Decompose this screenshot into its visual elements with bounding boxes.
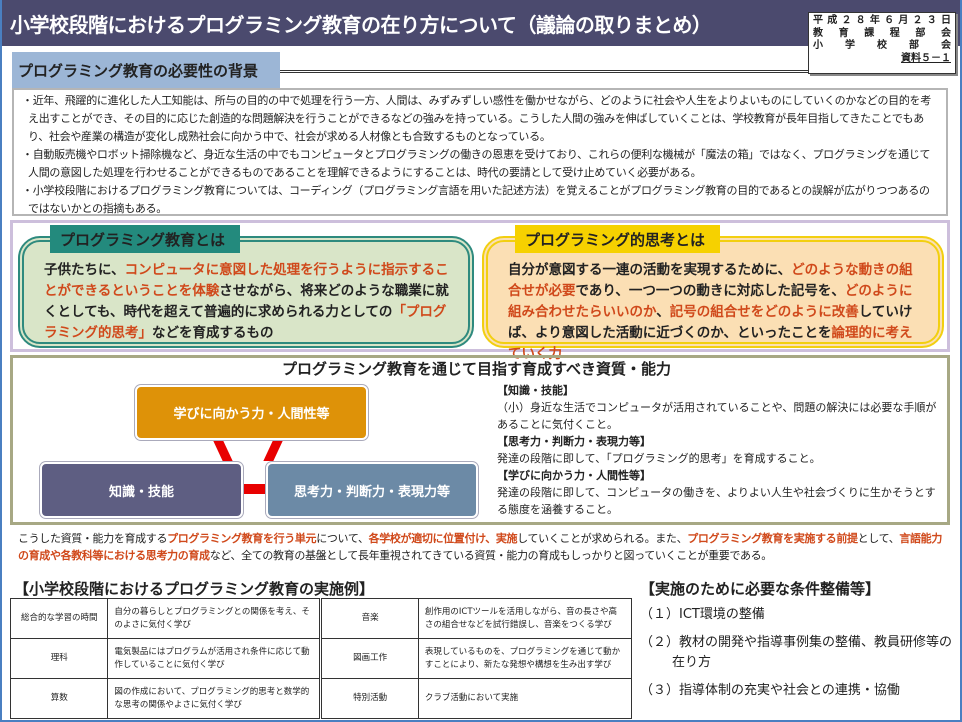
highlighted-text: どのように組み合わせたらいいのか <box>508 283 913 320</box>
background-box: ・近年、飛躍的に進化した人工知能は、所与の目的の中で処理を行う一方、人間は、みず… <box>12 88 948 216</box>
subject-cell: 算数 <box>9 678 109 719</box>
connector-bottom <box>244 484 266 494</box>
description-cell: 図の作成において、プログラミング的思考と数学的な思考の関係やよさに気付く学び <box>107 678 322 719</box>
text-segment: について、 <box>316 532 369 545</box>
background-bullet: ・自動販売機やロボット掃除機など、身近な生活の中でもコンピュータとプログラミング… <box>22 148 931 179</box>
highlighted-text: 各学校が適切に位置付け、実施 <box>368 532 518 545</box>
background-bullet: ・近年、飛躍的に進化した人工知能は、所与の目的の中で処理を行う一方、人間は、みず… <box>22 94 931 143</box>
description-cell: 自分の暮らしとプログラミングとの関係を考え、そのよさに気付く学び <box>107 598 322 639</box>
highlighted-text: プログラミング教育を実施する前提 <box>687 532 858 545</box>
condition-item: （３）指導体制の充実や社会との連携・協働 <box>640 683 900 698</box>
text-segment: などを育成するもの <box>152 325 274 341</box>
text-segment: 、 <box>656 304 670 320</box>
subject-cell: 音楽 <box>319 598 419 639</box>
definition-text: 子供たちに、コンピュータに意図した処理を行うように指示することができるということ… <box>44 260 454 344</box>
programming-education-definition: 子供たちに、コンピュータに意図した処理を行うように指示することができるということ… <box>18 236 474 348</box>
condition-item: （１）ICT環境の整備 <box>640 607 765 622</box>
page-title: 小学校段階におけるプログラミング教育の在り方について（議論の取りまとめ） <box>2 0 960 46</box>
goal-heading: 【学びに向かう力・人間性等】 <box>497 469 651 482</box>
summary-paragraph: こうした資質・能力を育成するプログラミング教育を行う単元について、各学校が適切に… <box>18 530 948 564</box>
programming-thinking-definition: 自分が意図する一連の活動を実現するために、どのような動きの組合せが必要であり、一… <box>482 236 944 362</box>
text-segment: 自分が意図する一連の活動を実現するために、 <box>508 262 792 278</box>
subject-cell: 図画工作 <box>319 638 419 679</box>
thinking-text: 自分が意図する一連の活動を実現するために、どのような動きの組合せが必要であり、一… <box>508 260 924 365</box>
document-number: 資料５－１ <box>901 52 951 64</box>
examples-heading: 【小学校段階におけるプログラミング教育の実施例】 <box>14 580 375 598</box>
highlighted-text: コンピュータに意図した処理を行うように指示することができるということを体験 <box>44 262 449 299</box>
text-segment: など、全ての教育の基盤として長年重視されてきている資質・能力の育成もしっかりと図… <box>209 549 773 562</box>
highlighted-text: プログラミング教育を行う単元 <box>167 532 317 545</box>
text-segment: させながら、将来どのような職業に就くとしても、時代を超えて普遍的に求められる力と… <box>44 283 449 320</box>
highlighted-text: 「プログラミング的思考」 <box>44 304 447 341</box>
conditions-heading: 【実施のために必要な条件整備等】 <box>640 580 881 598</box>
description-cell: 電気製品にはプログラムが活用され条件に応じて動作していることに気付く学び <box>107 638 322 679</box>
text-segment: 子供たちに、 <box>44 262 125 278</box>
condition-item: （２）教材の開発や指導事例集の整備、教員研修等の在り方 <box>640 635 953 670</box>
goals-description: 【知識・技能】 （小）身近な生活でコンピュータが活用されていることや、問題の解決… <box>497 382 937 518</box>
knowledge-box: 知識・技能 <box>40 462 243 518</box>
thinking-box: 思考力・判断力・表現力等 <box>266 462 478 518</box>
document-info-box: 平成２８年６月２３日 教 育 課 程 部 会 小 学 校 部 会 資料５－１ <box>808 12 956 74</box>
highlighted-text: どのような動きの組合せが必要 <box>508 262 913 299</box>
goal-text: 発達の段階に即して、「プログラミング的思考」を育成すること。 <box>497 452 821 465</box>
background-bullet: ・小学校段階におけるプログラミング教育については、コーディング（プログラミング言… <box>22 184 930 215</box>
background-heading: プログラミング教育の必要性の背景 <box>12 52 280 88</box>
table-row: 総合的な学習の時間自分の暮らしとプログラミングとの関係を考え、そのよさに気付く学… <box>9 598 633 639</box>
programming-education-label: プログラミング教育とは <box>50 225 240 253</box>
highlighted-text: 論理的に考えていく力 <box>508 325 913 362</box>
text-segment: こうした資質・能力を育成する <box>18 532 168 545</box>
subject-cell: 特別活動 <box>319 678 419 719</box>
goal-heading: 【知識・技能】 <box>497 384 574 397</box>
goal-text: 発達の段階に即して、コンピュータの働きを、よりよい人生や社会づくりに生かそうとす… <box>497 486 936 516</box>
definitions-section <box>10 220 950 352</box>
programming-thinking-label: プログラミング的思考とは <box>515 225 720 253</box>
text-segment: として、 <box>857 532 900 545</box>
subject-cell: 理科 <box>9 638 109 679</box>
description-cell: 創作用のICTツールを活用しながら、音の長さや高さの組合せなどを試行錯誤し、音楽… <box>417 598 633 639</box>
subcommittee: 小 学 校 部 会 <box>813 40 951 51</box>
description-cell: クラブ活動において実施 <box>417 678 633 719</box>
text-segment: していくことが求められる。また、 <box>517 532 688 545</box>
committee: 教 育 課 程 部 会 <box>813 27 951 39</box>
table-row: 理科電気製品にはプログラムが活用され条件に応じて動作していることに気付く学び図画… <box>9 638 633 679</box>
table-row: 算数図の作成において、プログラミング的思考と数学的な思考の関係やよさに気付く学び… <box>9 678 633 719</box>
highlighted-text: 言語能力の育成や各教科等における思考力の育成 <box>18 532 942 562</box>
goal-text: （小）身近な生活でコンピュータが活用されていることや、問題の解決には必要な手順が… <box>497 401 937 431</box>
examples-table: 総合的な学習の時間自分の暮らしとプログラミングとの関係を考え、そのよさに気付く学… <box>9 598 633 719</box>
goal-heading: 【思考力・判断力・表現力等】 <box>497 435 651 448</box>
highlighted-text: 記号の組合せをどのように改善 <box>669 304 859 320</box>
goals-title: プログラミング教育を通じて目指す育成すべき資質・能力 <box>282 360 671 378</box>
description-cell: 表現しているものを、プログラミングを通じて動かすことにより、新たな発想や構想を生… <box>417 638 633 679</box>
text-segment: であり、一つ一つの動きに対応した記号を、 <box>575 283 845 299</box>
text-segment: していけば、より意図した活動に近づくのか、といったことを <box>508 304 913 341</box>
heading-divider <box>280 70 808 73</box>
date: 平成２８年６月２３日 <box>813 15 951 26</box>
subject-cell: 総合的な学習の時間 <box>9 598 109 639</box>
goals-section <box>10 355 950 525</box>
conditions-section: 【実施のために必要な条件整備等】 （１）ICT環境の整備 （２）教材の開発や指導… <box>640 578 958 709</box>
attitude-box: 学びに向かう力・人間性等 <box>135 385 368 440</box>
